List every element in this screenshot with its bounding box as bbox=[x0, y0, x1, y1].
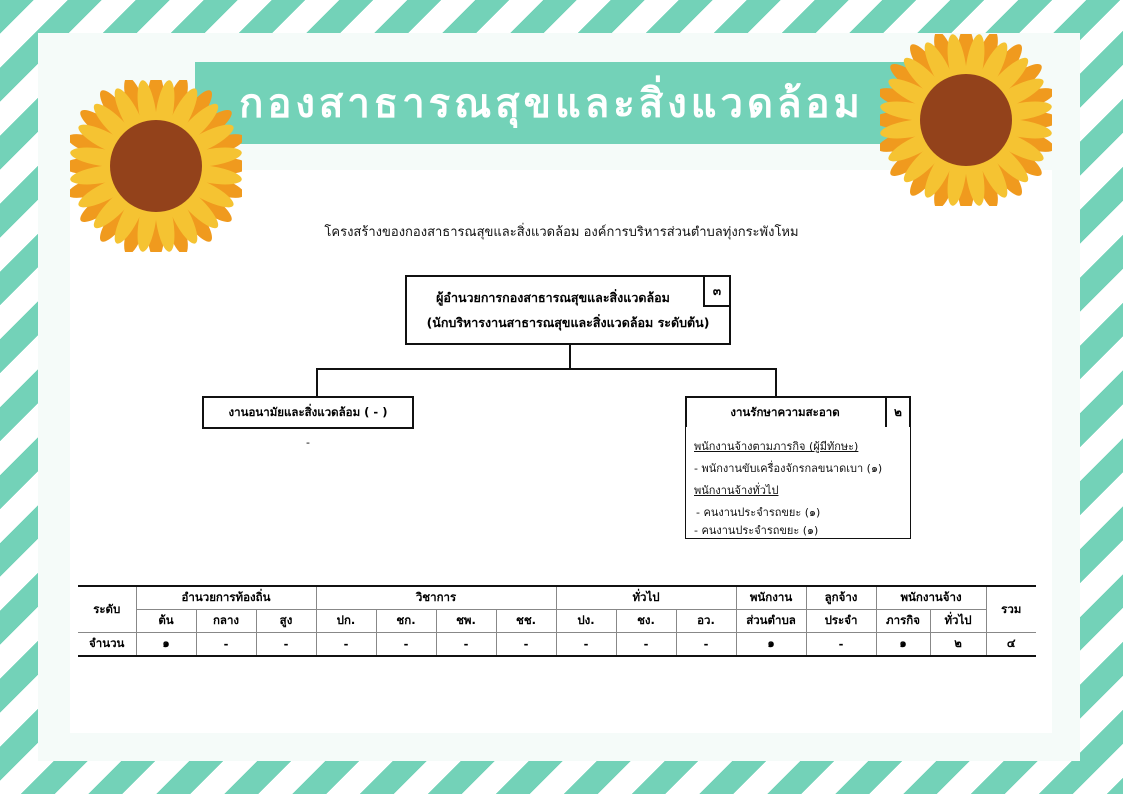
subheader-cell: ทั่วไป bbox=[929, 609, 987, 633]
subheader-cell: ชพ. bbox=[435, 609, 497, 633]
unit-cleaning-label: งานรักษาความสะอาด bbox=[730, 404, 840, 419]
header-total: รวม bbox=[985, 585, 1037, 633]
subheader-cell: อว. bbox=[675, 609, 737, 633]
count-cell: ๑ bbox=[735, 632, 807, 657]
count-cell: - bbox=[675, 632, 737, 657]
connector-right-drop bbox=[775, 368, 777, 397]
subheader-cell: ต้น bbox=[136, 609, 197, 633]
count-cell: ๑ bbox=[875, 632, 931, 657]
subheader-employee: ส่วนตำบล bbox=[735, 609, 807, 633]
connector-vertical-top bbox=[569, 345, 571, 369]
connector-horizontal bbox=[316, 368, 777, 370]
director-title: ผู้อำนวยการกองสาธารณสุขและสิ่งแวดล้อม bbox=[436, 290, 670, 305]
detail-item: - คนงานประจำรถขยะ (๑) bbox=[696, 506, 821, 519]
subheader-cell: กลาง bbox=[195, 609, 257, 633]
count-cell: - bbox=[495, 632, 557, 657]
count-total: ๔ bbox=[985, 632, 1037, 657]
detail-item: - คนงานประจำรถขยะ (๑) bbox=[694, 524, 819, 537]
unit-box-cleaning: งานรักษาความสะอาด ๒ bbox=[685, 396, 911, 429]
banner-title: กองสาธารณสุขและสิ่งแวดล้อม bbox=[239, 81, 864, 127]
subheader-cell: ภารกิจ bbox=[875, 609, 931, 633]
count-cell: ๑ bbox=[135, 632, 197, 657]
sunflower-icon bbox=[880, 34, 1052, 206]
staff-table: ระดับ อำนวยการท้องถิ่น วิชาการ ทั่วไป พน… bbox=[78, 585, 1037, 657]
title-banner: กองสาธารณสุขและสิ่งแวดล้อม bbox=[195, 62, 908, 144]
subheader-cell: สูง bbox=[255, 609, 317, 633]
sunflower-icon bbox=[70, 80, 242, 252]
subheader-cell: ปก. bbox=[315, 609, 377, 633]
table-header-row: ระดับ อำนวยการท้องถิ่น วิชาการ ทั่วไป พน… bbox=[78, 585, 1037, 633]
unit-box-health: งานอนามัยและสิ่งแวดล้อม ( - ) bbox=[202, 396, 414, 429]
unit-cleaning-count: ๒ bbox=[885, 396, 911, 429]
count-cell: - bbox=[315, 632, 377, 657]
header-employee: พนักงาน bbox=[735, 585, 807, 610]
detail-heading: พนักงานจ้างตามภารกิจ (ผู้มีทักษะ) bbox=[694, 440, 859, 453]
document-title: โครงสร้างของกองสาธารณสุขและสิ่งแวดล้อม อ… bbox=[324, 225, 799, 240]
director-position: (นักบริหารงานสาธารณสุขและสิ่งแวดล้อม ระด… bbox=[426, 315, 710, 330]
header-local-director: อำนวยการท้องถิ่น bbox=[135, 585, 317, 610]
count-cell: - bbox=[555, 632, 617, 657]
count-cell: ๒ bbox=[929, 632, 987, 657]
header-level: ระดับ bbox=[78, 585, 137, 633]
header-general: ทั่วไป bbox=[555, 585, 737, 610]
director-count: ๓ bbox=[703, 275, 731, 307]
count-cell: - bbox=[615, 632, 677, 657]
subheader-cell: ปง. bbox=[555, 609, 617, 633]
unit-health-staff: - bbox=[306, 436, 310, 449]
detail-heading: พนักงานจ้างทั่วไป bbox=[694, 484, 779, 497]
subheader-cell: ชช. bbox=[495, 609, 557, 633]
header-academic: วิชาการ bbox=[315, 585, 557, 610]
count-label: จำนวน bbox=[78, 632, 137, 657]
subheader-cell: ชก. bbox=[375, 609, 437, 633]
connector-left-drop bbox=[316, 368, 318, 397]
subheader-cell: ชง. bbox=[615, 609, 677, 633]
header-contract: พนักงานจ้าง bbox=[875, 585, 987, 610]
count-cell: - bbox=[255, 632, 317, 657]
count-cell: - bbox=[805, 632, 877, 657]
count-cell: - bbox=[435, 632, 497, 657]
count-cell: - bbox=[375, 632, 437, 657]
director-box: ผู้อำนวยการกองสาธารณสุขและสิ่งแวดล้อม ๓ … bbox=[405, 275, 731, 345]
table-row: จำนวน ๑ - - - - - - - - - ๑ - ๑ ๒ ๔ bbox=[78, 632, 1037, 657]
subheader-hired: ประจำ bbox=[805, 609, 877, 633]
detail-item: - พนักงานขับเครื่องจักรกลขนาดเบา (๑) bbox=[694, 462, 883, 475]
table-subheader-row: ต้น กลาง สูง ปก. ชก. ชพ. ชช. ปง. ชง. อว.… bbox=[78, 609, 1036, 633]
count-cell: - bbox=[195, 632, 257, 657]
header-hired: ลูกจ้าง bbox=[805, 585, 877, 610]
unit-cleaning-details: พนักงานจ้างตามภารกิจ (ผู้มีทักษะ) - พนัก… bbox=[685, 427, 911, 539]
